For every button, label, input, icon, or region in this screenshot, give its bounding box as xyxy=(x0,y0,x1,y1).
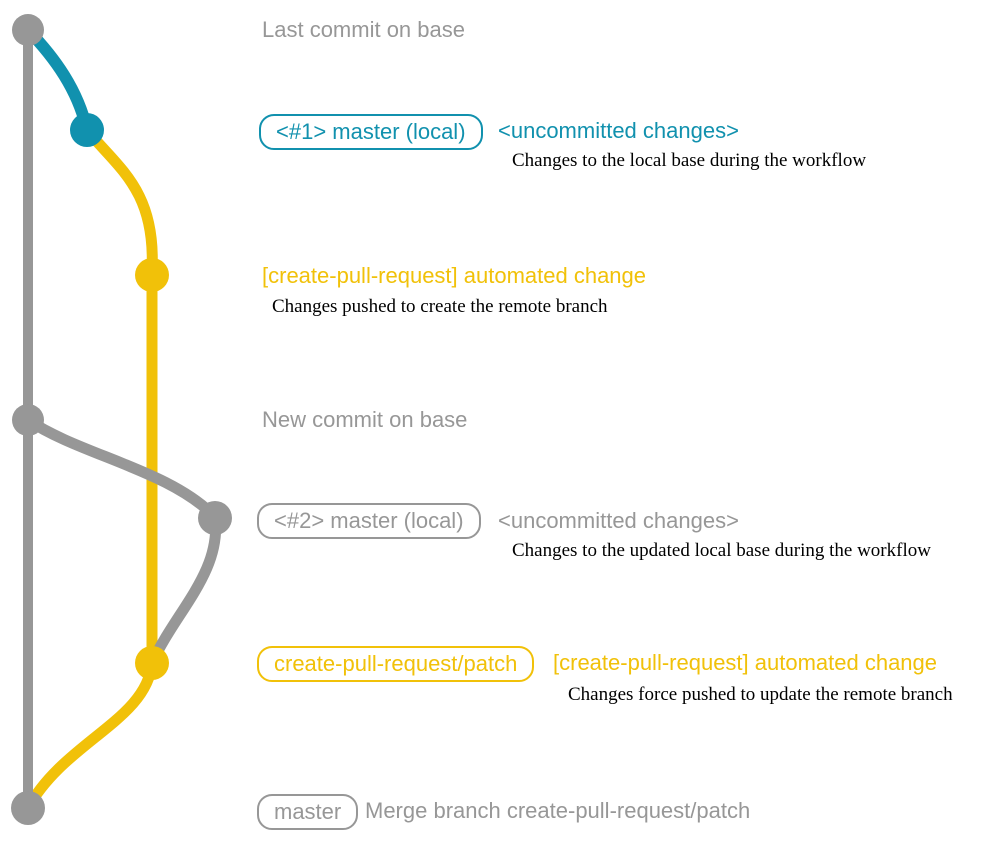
label-uncommitted-changes-2: <uncommitted changes> xyxy=(498,508,739,533)
detail-automated-change-push: Changes pushed to create the remote bran… xyxy=(272,296,608,317)
label-uncommitted-changes-1: <uncommitted changes> xyxy=(498,118,739,143)
label-new-commit-on-base: New commit on base xyxy=(262,407,468,432)
branch-tag-master: master xyxy=(257,794,359,830)
label-merge-branch: Merge branch create-pull-request/patch xyxy=(365,798,751,823)
commit-node-new-commit-on-base xyxy=(12,404,44,436)
commit-node-merge-commit xyxy=(11,791,45,825)
commit-node-automated-change-force-push xyxy=(135,646,169,680)
branch-tag-create-pull-request-patch: create-pull-request/patch xyxy=(257,646,535,682)
branch-line-master-local-1 xyxy=(23,25,93,132)
detail-uncommitted-changes-2: Changes to the updated local base during… xyxy=(512,540,931,561)
branch-line-patch xyxy=(82,126,158,663)
label-last-commit-on-base: Last commit on base xyxy=(262,17,465,42)
label-automated-change-push: [create-pull-request] automated change xyxy=(262,263,647,288)
branch-line-master-local-2-out xyxy=(24,415,219,521)
branch-line-master-local-2-in xyxy=(146,516,222,666)
commit-node-uncommitted-changes-1 xyxy=(70,113,104,147)
commit-node-last-commit-on-base xyxy=(12,14,44,46)
branch-tag-master-local-2: <#2> master (local) xyxy=(257,503,481,539)
detail-automated-change-force-push: Changes force pushed to update the remot… xyxy=(568,684,953,705)
label-automated-change-force-push: [create-pull-request] automated change xyxy=(553,650,938,675)
commit-node-automated-change-push xyxy=(135,258,169,292)
branch-tag-master-local-1: <#1> master (local) xyxy=(259,114,483,150)
detail-uncommitted-changes-1: Changes to the local base during the wor… xyxy=(512,150,867,171)
commit-node-uncommitted-changes-2 xyxy=(198,501,232,535)
branch-line-patch-merge xyxy=(23,662,158,811)
